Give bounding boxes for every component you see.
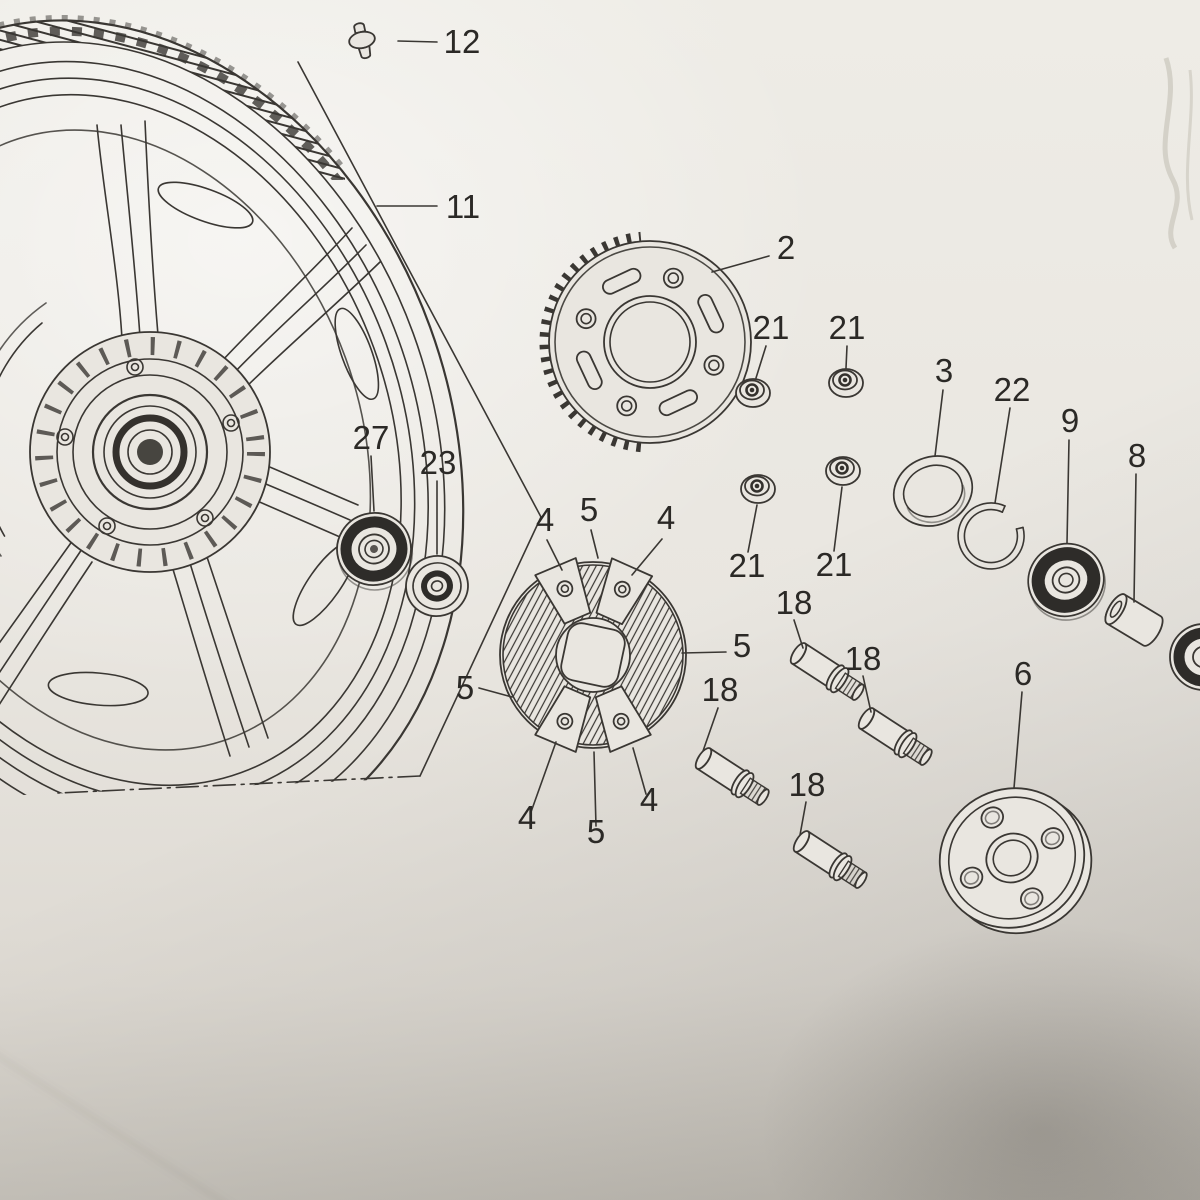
circlip bbox=[957, 502, 1025, 570]
wheel-spokes bbox=[0, 120, 381, 757]
callout-labels: 12 11 2 21 21 3 22 9 8 27 23 4 5 4 5 5 1… bbox=[353, 23, 1147, 850]
assembly-boundary-line bbox=[57, 61, 542, 794]
callout-18c: 18 bbox=[702, 671, 739, 708]
hub-bolt-holes bbox=[56, 358, 240, 535]
stud-bolt-a bbox=[789, 642, 865, 701]
rear-wheel bbox=[0, 14, 465, 796]
callout-18b: 18 bbox=[845, 640, 882, 677]
callout-23: 23 bbox=[420, 444, 457, 481]
flange-nut-1 bbox=[735, 378, 771, 408]
callout-18d: 18 bbox=[789, 766, 826, 803]
dust-seal bbox=[405, 555, 469, 617]
callout-4b: 4 bbox=[657, 499, 675, 536]
callout-4d: 4 bbox=[640, 781, 658, 818]
callout-21a: 21 bbox=[753, 309, 790, 346]
flange-nut-3 bbox=[740, 474, 776, 504]
callout-8: 8 bbox=[1128, 437, 1146, 474]
callout-12: 12 bbox=[444, 23, 481, 60]
damper-plate-bottom-right bbox=[594, 685, 652, 753]
flange-holes bbox=[959, 806, 1065, 910]
callout-5c: 5 bbox=[456, 669, 474, 706]
cush-drive-damper bbox=[499, 557, 687, 753]
wheel-windows bbox=[47, 181, 380, 707]
stud-bolt-b bbox=[857, 707, 933, 766]
callout-27: 27 bbox=[353, 419, 390, 456]
wheel-bearing bbox=[336, 512, 414, 591]
callout-9: 9 bbox=[1061, 402, 1079, 439]
flange-nut-2 bbox=[828, 368, 864, 398]
damper-plate-bottom-left bbox=[534, 685, 592, 753]
callout-6: 6 bbox=[1014, 655, 1032, 692]
thrust-washer bbox=[892, 455, 974, 527]
page-showthrough-marks bbox=[1162, 57, 1194, 250]
callout-4c: 4 bbox=[518, 799, 536, 836]
callout-5b: 5 bbox=[733, 627, 751, 664]
stud-bolt-d bbox=[792, 830, 868, 889]
callout-5d: 5 bbox=[587, 813, 605, 850]
callout-5a: 5 bbox=[580, 491, 598, 528]
callout-21c: 21 bbox=[729, 547, 766, 584]
callout-11: 11 bbox=[446, 188, 480, 225]
wheel-hub bbox=[29, 331, 271, 573]
damper-plate-top-left bbox=[534, 557, 592, 625]
callout-18a: 18 bbox=[776, 584, 813, 621]
flange-nut-4 bbox=[825, 456, 861, 486]
stud-bolt-c bbox=[694, 747, 770, 806]
edge-part bbox=[1169, 623, 1200, 691]
oil-seal bbox=[1027, 542, 1106, 621]
side-collar bbox=[1104, 593, 1164, 647]
sprocket-slots bbox=[575, 267, 725, 417]
callout-4a: 4 bbox=[536, 501, 554, 538]
leader-lines bbox=[370, 40, 1137, 836]
sprocket-bolt-holes bbox=[575, 267, 725, 417]
setting-clip bbox=[348, 22, 376, 60]
callout-21b: 21 bbox=[829, 309, 866, 346]
callout-2: 2 bbox=[777, 229, 795, 266]
callout-21d: 21 bbox=[816, 546, 853, 583]
final-driven-sprocket bbox=[539, 231, 752, 453]
damper-plate-top-right bbox=[595, 557, 654, 626]
driven-flange bbox=[938, 787, 1093, 935]
callout-22: 22 bbox=[994, 371, 1031, 408]
callout-3: 3 bbox=[935, 352, 953, 389]
